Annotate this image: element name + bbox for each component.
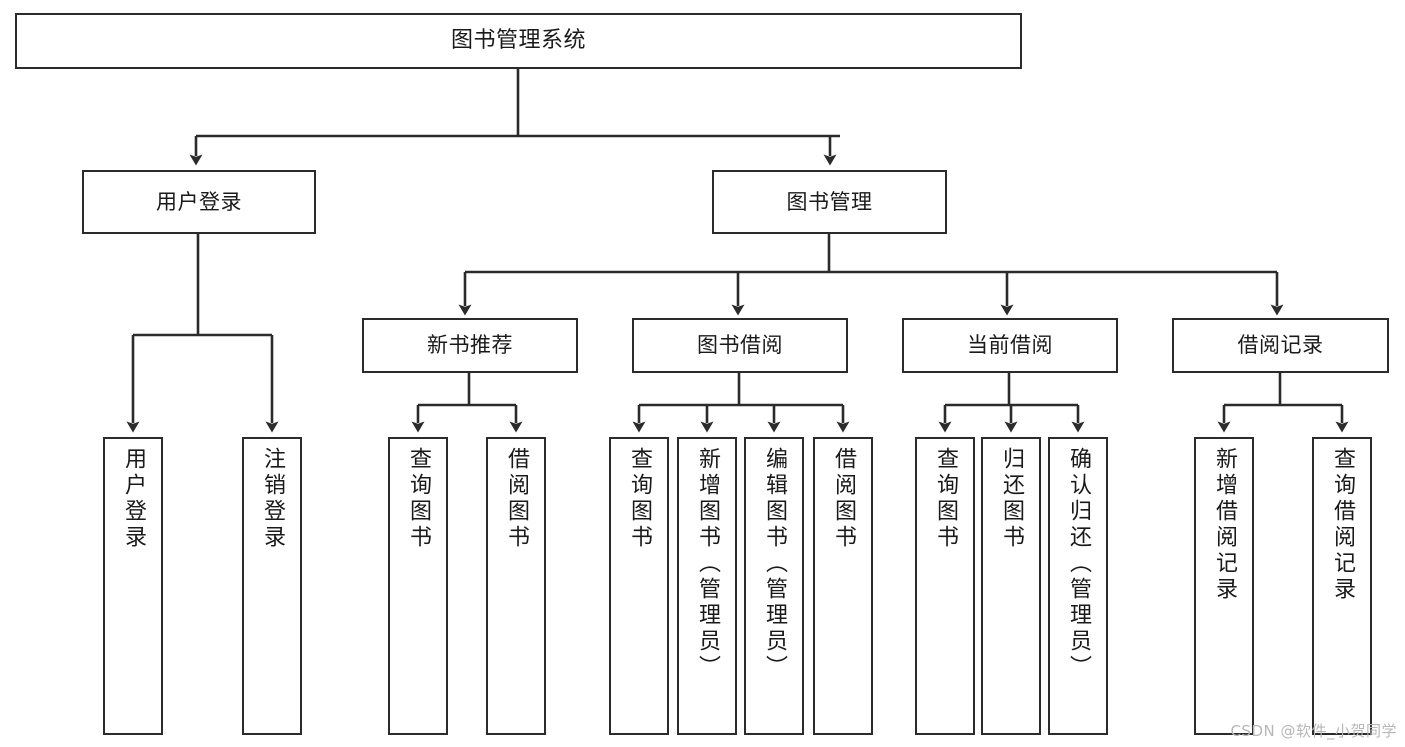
node-root-system[interactable]: 图书管理系统	[15, 13, 1022, 69]
leaf-query-borrow-record[interactable]: 查询借阅记录	[1312, 437, 1372, 735]
leaf-user-login[interactable]: 用户登录	[103, 437, 163, 735]
node-label: 查询图书	[406, 447, 431, 551]
node-label: 新书推荐	[427, 333, 513, 358]
leaf-query-book-recommend[interactable]: 查询图书	[388, 437, 448, 735]
node-user-login[interactable]: 用户登录	[82, 170, 316, 234]
node-label: 查询图书	[627, 447, 652, 551]
leaf-borrow-book-borrowing[interactable]: 借阅图书	[813, 437, 873, 735]
leaf-confirm-return-admin[interactable]: 确认归还（管理员）	[1048, 437, 1108, 735]
leaf-query-book-current[interactable]: 查询图书	[915, 437, 975, 735]
node-label: 借阅图书	[504, 447, 529, 551]
leaf-borrow-book-recommend[interactable]: 借阅图书	[486, 437, 546, 735]
node-label: 新增借阅记录	[1212, 447, 1237, 603]
watermark: CSDN @软件_小贺同学	[1230, 722, 1397, 740]
node-book-borrowing[interactable]: 图书借阅	[632, 318, 848, 373]
node-label: 借阅记录	[1237, 333, 1324, 358]
node-label: 当前借阅	[967, 333, 1053, 358]
node-label: 编辑图书（管理员）	[762, 447, 787, 681]
node-label: 查询借阅记录	[1330, 447, 1355, 603]
node-label: 图书管理系统	[450, 28, 586, 54]
node-label: 注销登录	[260, 447, 285, 551]
leaf-return-book[interactable]: 归还图书	[981, 437, 1041, 735]
node-label: 确认归还（管理员）	[1066, 447, 1091, 681]
leaf-query-book-borrowing[interactable]: 查询图书	[609, 437, 669, 735]
node-borrow-records[interactable]: 借阅记录	[1172, 318, 1389, 373]
node-label: 借阅图书	[831, 447, 856, 551]
node-label: 图书管理	[786, 189, 873, 214]
leaf-add-borrow-record[interactable]: 新增借阅记录	[1194, 437, 1254, 735]
node-new-book-recommendation[interactable]: 新书推荐	[362, 318, 578, 373]
node-label: 归还图书	[999, 447, 1024, 551]
node-book-management[interactable]: 图书管理	[712, 170, 947, 234]
leaf-logout[interactable]: 注销登录	[242, 437, 302, 735]
node-current-borrowing[interactable]: 当前借阅	[902, 318, 1118, 373]
node-label: 用户登录	[121, 447, 146, 551]
node-label: 图书借阅	[697, 333, 783, 358]
node-label: 新增图书（管理员）	[695, 447, 720, 681]
leaf-add-book-admin[interactable]: 新增图书（管理员）	[677, 437, 737, 735]
leaf-edit-book-admin[interactable]: 编辑图书（管理员）	[744, 437, 804, 735]
node-label: 用户登录	[156, 189, 242, 214]
node-label: 查询图书	[933, 447, 958, 551]
